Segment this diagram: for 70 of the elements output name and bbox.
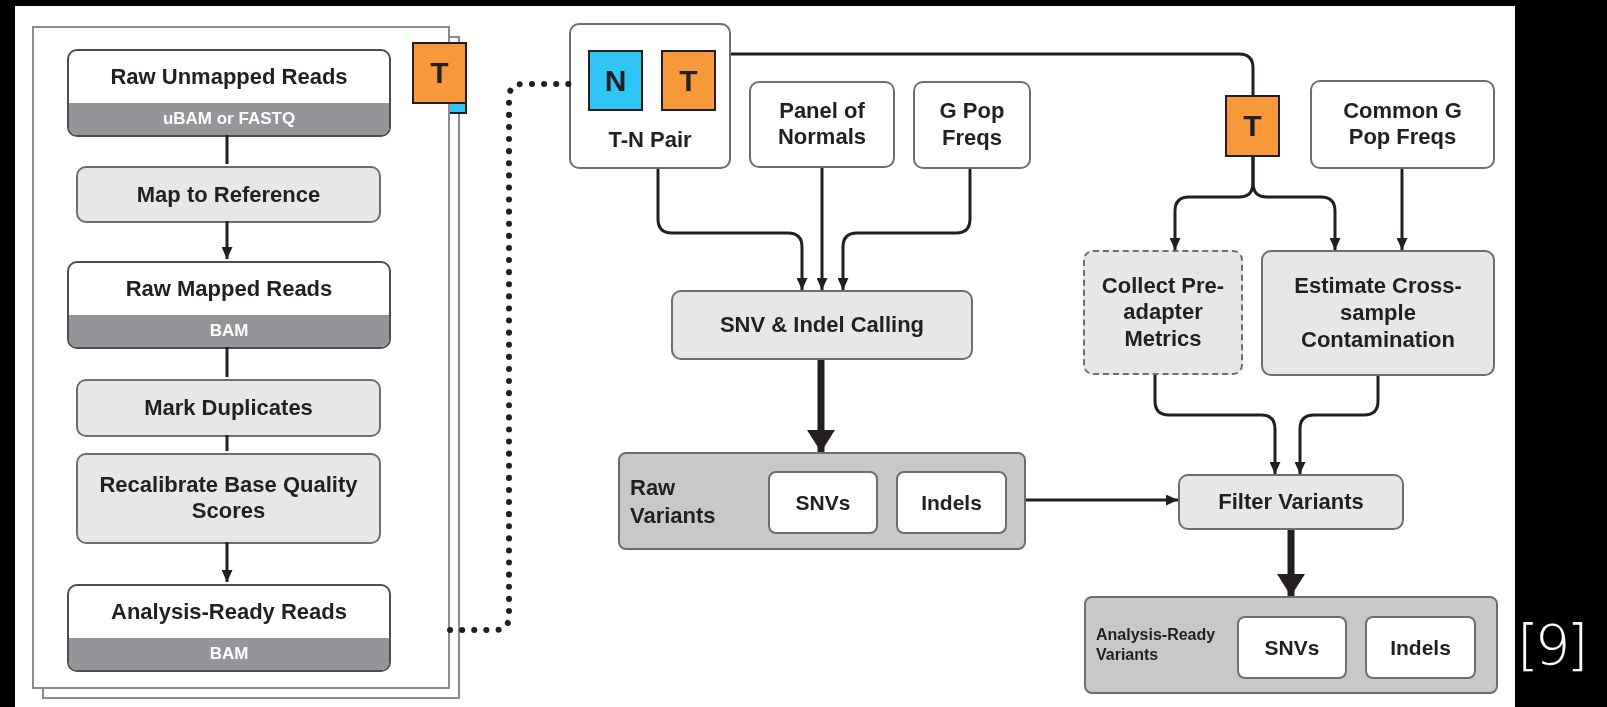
box-label: Common G Pop Freqs — [1342, 97, 1463, 152]
arrow — [1277, 530, 1305, 596]
process-box — [1261, 250, 1495, 376]
connector-line — [731, 52, 1255, 95]
file-format-band: BAM — [69, 638, 389, 670]
letter-label: T — [429, 56, 450, 90]
arrow — [816, 168, 828, 290]
citation-label: [9] — [1517, 611, 1585, 679]
box-label: Estimate Cross-sample Contamination — [1293, 272, 1463, 354]
process-box — [76, 453, 381, 544]
group-label: Analysis-Ready Variants — [1096, 625, 1217, 665]
tumor-square — [412, 42, 467, 104]
data-box — [67, 584, 391, 672]
arrow — [221, 221, 233, 259]
box-label: SNVs — [1263, 634, 1321, 661]
normal-square — [588, 50, 643, 111]
group-box — [1084, 596, 1498, 694]
optional-process-box — [1083, 250, 1243, 375]
box-label: Panel of Normals — [776, 97, 867, 152]
group-box — [618, 452, 1026, 550]
box-label: Raw Mapped Reads — [124, 275, 334, 303]
data-box — [67, 49, 391, 137]
tumor-square — [1225, 95, 1280, 157]
arrow — [1026, 494, 1178, 506]
box-label: Recalibrate Base Quality Scores — [98, 471, 359, 526]
input-box — [1310, 80, 1495, 169]
box-label: SNV & Indel Calling — [718, 311, 926, 339]
letter-label: T — [678, 63, 699, 98]
connector-line — [225, 347, 229, 377]
process-box — [76, 379, 381, 437]
page-panel — [32, 26, 450, 689]
letter-label: N — [603, 63, 628, 98]
group-label: Raw Variants — [630, 473, 717, 529]
box-label: Filter Variants — [1217, 488, 1365, 516]
box-label: Indels — [920, 489, 983, 516]
item-box — [1237, 616, 1347, 679]
box-label: T-N Pair — [607, 127, 693, 153]
box-label: SNVs — [794, 489, 852, 516]
arrow — [1251, 157, 1341, 250]
process-box — [76, 166, 381, 223]
arrow — [221, 542, 233, 582]
connector-line — [225, 135, 229, 164]
item-box — [1365, 616, 1476, 679]
letter-label: T — [1242, 109, 1263, 143]
box-label: Raw Unmapped Reads — [109, 63, 349, 91]
file-format-band: BAM — [69, 315, 389, 347]
sample-pair-box — [569, 23, 731, 169]
file-format-band: uBAM or FASTQ — [69, 103, 389, 135]
box-label: Indels — [1389, 634, 1452, 661]
data-box — [67, 261, 391, 349]
box-label: Map to Reference — [135, 181, 322, 208]
input-box — [749, 81, 895, 168]
box-label: Analysis-Ready Reads — [110, 598, 348, 626]
input-box — [913, 81, 1031, 169]
arrow — [1396, 169, 1408, 250]
arrow — [656, 169, 808, 290]
item-box — [768, 471, 878, 534]
box-label: G Pop Freqs — [938, 98, 1006, 152]
process-box — [671, 290, 973, 360]
arrow — [1153, 375, 1281, 474]
tumor-square — [661, 50, 716, 111]
item-box — [896, 471, 1007, 534]
arrow — [1294, 376, 1380, 474]
connector-line — [225, 435, 229, 451]
process-box — [1178, 474, 1404, 530]
arrow — [807, 360, 835, 452]
box-label: Mark Duplicates — [143, 394, 314, 422]
dotted-connector — [447, 81, 572, 633]
box-label: Collect Pre-adapter Metrics — [1100, 272, 1226, 353]
arrow — [837, 169, 972, 290]
